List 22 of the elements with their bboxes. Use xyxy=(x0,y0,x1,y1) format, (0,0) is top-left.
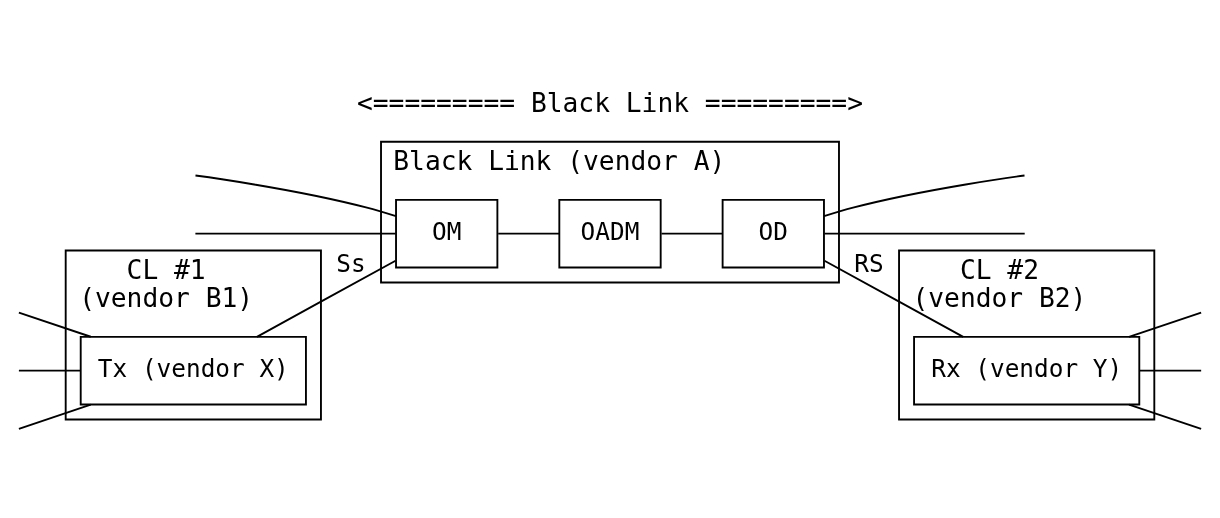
connector xyxy=(660,232,724,235)
connector xyxy=(17,369,82,372)
connector xyxy=(1128,403,1203,430)
node-box: OD xyxy=(721,198,825,269)
node-box: OADM xyxy=(558,198,662,269)
diagram-title: <========= Black Link =========> xyxy=(356,88,864,119)
connector xyxy=(194,174,397,218)
connector xyxy=(823,259,965,338)
edge-label: Ss xyxy=(336,248,366,278)
connector xyxy=(17,403,92,430)
connector xyxy=(823,174,1026,218)
connector xyxy=(1128,311,1203,338)
connector xyxy=(17,311,92,338)
node-box: Rx (vendor Y) xyxy=(913,335,1141,406)
connector xyxy=(497,232,561,235)
connector xyxy=(1138,369,1203,372)
node-box: Tx (vendor X) xyxy=(79,335,307,406)
node-box: OM xyxy=(395,198,499,269)
connector xyxy=(823,232,1026,235)
connector xyxy=(255,259,397,338)
connector xyxy=(194,232,397,235)
edge-label: RS xyxy=(854,248,884,278)
